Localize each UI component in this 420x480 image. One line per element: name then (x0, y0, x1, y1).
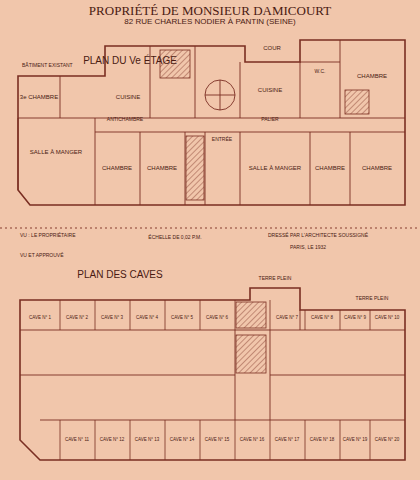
cave-label: CAVE N° 18 (310, 438, 334, 443)
cave-wall (305, 310, 306, 330)
cave-label: CAVE N° 1 (29, 316, 51, 321)
room-label: VU : LE PROPRIÉTAIRE (20, 233, 75, 239)
cave-label: CAVE N° 12 (100, 438, 124, 443)
cave-wall (95, 300, 96, 330)
cave-wall (370, 420, 371, 460)
cave-wall (200, 420, 201, 460)
room-label: TERRE PLEIN (259, 276, 292, 282)
cave-wall (165, 420, 166, 460)
cave-label: CAVE N° 8 (311, 316, 333, 321)
cave-label: CAVE N° 4 (136, 316, 158, 321)
plan-heading: PLAN DU Ve ÉTAGE (83, 55, 177, 66)
room-label: CHAMBRE (315, 165, 345, 172)
room-label: CUISINE (116, 94, 140, 101)
cave-label: CAVE N° 20 (375, 438, 399, 443)
room-label: ANTICHAMBRE (107, 117, 143, 123)
cave-wall (130, 300, 131, 330)
cave-wall (305, 420, 306, 460)
room-label: ENTRÉE (212, 137, 232, 143)
cave-wall (270, 420, 271, 460)
plan-heading: PLAN DES CAVES (77, 269, 162, 280)
room-label: VU ET APPROUVÉ (20, 253, 64, 259)
room-label: CHAMBRE (362, 165, 392, 172)
room-label: 3e CHAMBRE (20, 94, 58, 101)
room-label: CHAMBRE (147, 165, 177, 172)
cave-wall (370, 310, 371, 330)
cave-label: CAVE N° 5 (171, 316, 193, 321)
cave-label: CAVE N° 9 (344, 316, 366, 321)
room-label: W.C. (315, 69, 326, 75)
room-label: ÉCHELLE DE 0,02 P.M. (148, 235, 201, 241)
cave-label: CAVE N° 7 (276, 316, 298, 321)
room-label: SALLE À MANGER (249, 165, 301, 172)
plan-title: PROPRIÉTÉ DE MONSIEUR DAMICOURT (89, 4, 331, 18)
cave-wall (60, 420, 61, 460)
room-label: TERRE PLEIN (356, 296, 389, 302)
cave-label: CAVE N° 13 (135, 438, 159, 443)
cave-wall (130, 420, 131, 460)
cave-label: CAVE N° 19 (343, 438, 367, 443)
room-label: 82 RUE CHARLES NODIER À PANTIN (SEINE) (124, 18, 295, 27)
cave-label: CAVE N° 10 (375, 316, 399, 321)
cave-label: CAVE N° 2 (66, 316, 88, 321)
cave-label: CAVE N° 11 (65, 438, 89, 443)
cave-wall (235, 420, 236, 460)
cave-label: CAVE N° 17 (275, 438, 299, 443)
cave-wall (165, 300, 166, 330)
cave-label: CAVE N° 14 (170, 438, 194, 443)
cave-wall (60, 300, 61, 330)
room-label: PARIS, LE 1932 (290, 245, 326, 251)
cave-wall (235, 300, 236, 330)
cave-label: CAVE N° 3 (101, 316, 123, 321)
room-label: COUR (263, 45, 281, 52)
cave-wall (340, 310, 341, 330)
room-label: CHAMBRE (102, 165, 132, 172)
cave-wall (200, 300, 201, 330)
cave-label: CAVE N° 15 (205, 438, 229, 443)
cave-label: CAVE N° 16 (240, 438, 264, 443)
room-label: CUISINE (258, 87, 282, 94)
cave-wall (95, 420, 96, 460)
room-label: DRESSÉ PAR L'ARCHITECTE SOUSSIGNÉ (268, 233, 368, 239)
cave-wall (340, 420, 341, 460)
room-label: PALIER (261, 117, 278, 123)
room-label: SALLE À MANGER (30, 149, 82, 156)
room-label: BÂTIMENT EXISTANT (22, 63, 73, 69)
cave-wall (270, 300, 271, 330)
cave-label: CAVE N° 6 (206, 316, 228, 321)
room-label: CHAMBRE (357, 73, 387, 80)
